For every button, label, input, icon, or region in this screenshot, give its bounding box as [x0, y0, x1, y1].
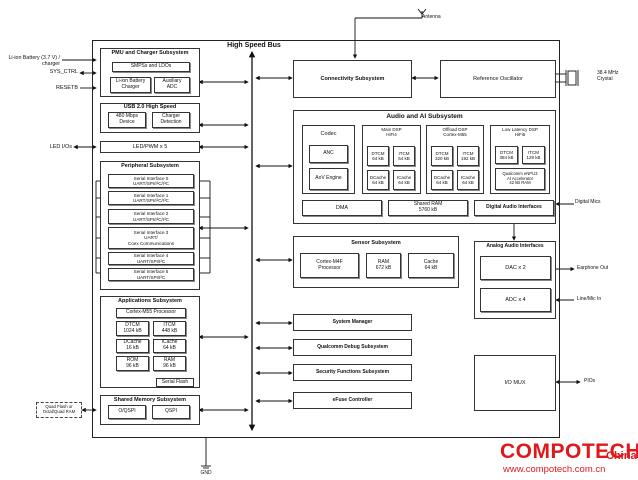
antenna-icon — [417, 8, 427, 18]
charger-detection-block: Charger Detection — [152, 112, 190, 128]
main-dtcm-block: DTCM 64 kB — [367, 146, 389, 166]
main-icache-block: ICache 64 kB — [393, 170, 415, 190]
line-mic-in-label: Line/Mic In — [577, 296, 602, 302]
anc-block: ANC — [309, 145, 348, 163]
apps-rom-block: ROM 96 kB — [116, 356, 149, 371]
debug-subsystem-block: Qualcomm Debug Subsystem — [293, 339, 412, 356]
battery-charger-block: Li-ion Battery Charger — [110, 77, 151, 93]
efuse-controller-block: eFuse Controller — [293, 392, 412, 409]
pmu-title: PMU and Charger Subsystem — [111, 50, 189, 56]
off-itcm-block: ITCM 192 kB — [457, 146, 479, 166]
serial-interface-3: Serial Interface 3 UART/ Coex Communicat… — [108, 227, 194, 249]
dma-block: DMA — [302, 200, 382, 216]
audio-ai-title: Audio and AI Subsystem — [386, 113, 463, 120]
crystal-label: 38.4 MHz Crystal — [597, 70, 619, 82]
peripheral-title: Peripheral Subsystem — [121, 163, 179, 169]
apps-ram-block: RAM 96 kB — [153, 356, 186, 371]
qspi-block: QSPI — [152, 405, 190, 419]
system-manager-block: System Manager — [293, 314, 412, 331]
serial-flash-block: Serial Flash — [156, 378, 194, 387]
security-subsystem-block: Security Functions Subsystem — [293, 364, 412, 381]
usb-title: USB 2.0 High Speed — [123, 104, 177, 110]
chip-outline — [92, 40, 560, 438]
main-itcm-block: ITCM 64 kB — [393, 146, 415, 166]
resetb-label: RESETB — [55, 85, 78, 91]
analog-audio-title: Analog Audio Interfaces — [486, 243, 544, 249]
led-ios-label: LED I/Os — [49, 144, 72, 150]
serial-interface-1: Serial Interface 1 UART/SPI/I²C/I³C — [108, 191, 194, 205]
applications-title: Applications Subsystem — [118, 298, 182, 304]
antenna-label: Antenna — [422, 14, 441, 20]
serial-interface-5: Serial Interface 5 UART/SPI/I²C — [108, 268, 194, 281]
off-icache-block: ICache 64 kB — [457, 170, 479, 190]
sensor-ram-block: RAM 672 kB — [366, 253, 401, 278]
off-dtcm-block: DTCM 320 kB — [431, 146, 453, 166]
apps-dcache-block: DCache 16 kB — [116, 339, 149, 353]
shared-memory-title: Shared Memory Subsystem — [113, 397, 187, 403]
shared-ram-block: Shared RAM 5760 kB — [388, 200, 468, 216]
serial-interface-4: Serial Interface 4 UART/SPI/I²C — [108, 252, 194, 265]
apps-icache-block: ICache 64 kB — [153, 339, 186, 353]
serial-interface-2: Serial Interface 2 UART/SPI/I²C/I³C — [108, 209, 194, 224]
watermark-region: China — [606, 450, 637, 462]
main-dsp-title: Main DSP HiFi4 — [381, 127, 402, 138]
main-dcache-block: DCache 64 kB — [367, 170, 389, 190]
oqspi-block: O/QSPI — [108, 405, 146, 419]
sensor-title: Sensor Subsystem — [351, 240, 401, 246]
sensor-cache-block: Cache 64 kB — [408, 253, 454, 278]
smps-ldo-block: SMPSs and LDOs — [112, 62, 190, 72]
off-dcache-block: DCache 64 kB — [431, 170, 453, 190]
gnd-label: GND — [200, 470, 212, 476]
sys-ctrl-label: SYS_CTRL — [49, 69, 78, 75]
apps-itcm-block: ITCM 448 kB — [153, 321, 186, 336]
ll-dtcm-block: DTCM 384 kB — [495, 146, 518, 164]
serial-interface-0: Serial Interface 0 UART/SPI/I²C/I³C — [108, 174, 194, 188]
crystal-icon — [565, 70, 579, 86]
led-pwm-block: LED/PWM x 5 — [100, 141, 200, 153]
pios-label: PIOs — [584, 378, 596, 384]
earphone-out-label: Earphone Out — [577, 265, 609, 271]
watermark-url: www.compotech.com.cn — [503, 464, 606, 475]
digital-audio-interfaces-block: Digital Audio Interfaces — [474, 200, 554, 216]
low-latency-dsp-title: Low Latency DSP HiFi5 — [502, 127, 538, 138]
watermark-brand: COMPOTECH — [500, 440, 638, 463]
aov-engine-block: AoV Engine — [309, 168, 348, 190]
io-mux-block: I/O MUX — [474, 355, 556, 411]
digital-mics-label: Digital Mics — [575, 199, 601, 205]
connectivity-subsystem: Connectivity Subsystem — [293, 60, 412, 98]
offload-dsp-title: Offload DSP Cortex-M55 — [442, 127, 468, 138]
aux-adc-block: Auxiliary ADC — [154, 77, 190, 93]
npu-block: Qualcomm eNPU3 AI Accelerator 42 kB RAM — [495, 168, 545, 190]
adc-block: ADC x 4 — [480, 288, 551, 312]
usb-device-block: 480 Mbps Device — [108, 112, 146, 128]
external-flash-block: Quad Flash or Octal/Quad RAM — [36, 402, 82, 418]
ll-itcm-block: ITCM 128 kB — [522, 146, 545, 164]
high-speed-bus-label: High Speed Bus — [227, 42, 281, 49]
codec-title: Codec — [320, 131, 337, 137]
dac-block: DAC x 2 — [480, 256, 551, 280]
apps-cpu-block: Cortex-M55 Processor — [116, 308, 186, 318]
battery-label: Li-ion Battery (3.7 V) / charger — [8, 55, 60, 68]
reference-oscillator: Reference Oscillator — [440, 60, 556, 98]
sensor-cpu-block: Cortex-M4F Processor — [300, 253, 359, 278]
apps-dtcm-block: DTCM 1024 kB — [116, 321, 149, 336]
